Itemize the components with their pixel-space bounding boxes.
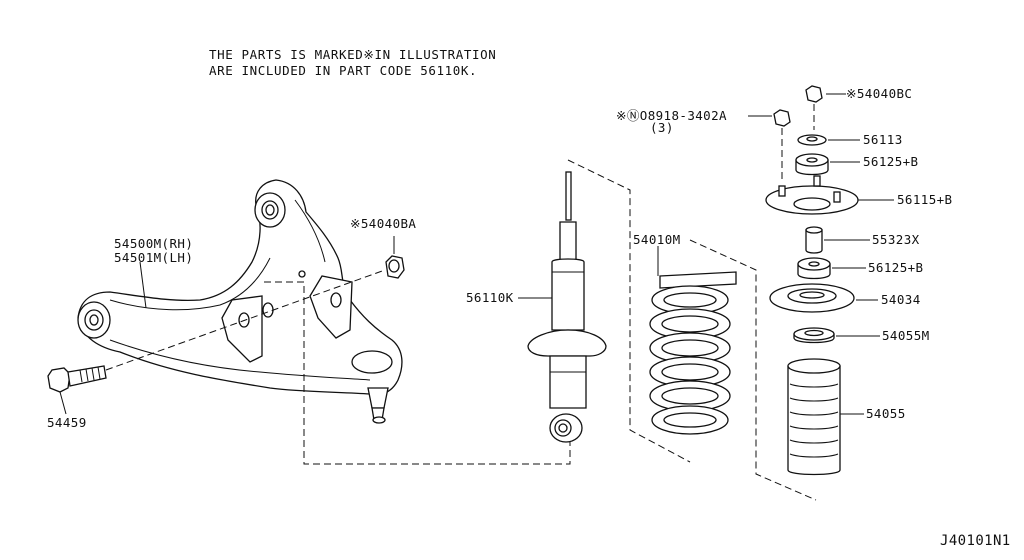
label-54055: 54055 xyxy=(866,406,906,421)
label-56125B-lower: 56125+B xyxy=(868,260,924,275)
dust-boot-54055 xyxy=(787,358,841,476)
arm-to-shock-dashline xyxy=(264,281,571,465)
bolt-54459 xyxy=(47,365,107,415)
coil-spring-54010M xyxy=(649,271,737,435)
label-54040BA: ※54040BA xyxy=(350,216,417,231)
label-56115B: 56115+B xyxy=(897,192,953,207)
label-54500M: 54500M(RH) xyxy=(114,236,194,251)
nut-08918-3402A xyxy=(773,109,791,182)
label-54055M: 54055M xyxy=(882,328,930,343)
label-55323X: 55323X xyxy=(872,232,920,247)
nut-54040BA xyxy=(385,236,405,279)
washer-56113 xyxy=(797,134,827,146)
note-line-2: ARE INCLUDED IN PART CODE 56110K. xyxy=(209,63,478,78)
bushing-56125B-lower xyxy=(797,257,831,280)
label-56110K: 56110K xyxy=(466,290,514,305)
label-56125B-upper: 56125+B xyxy=(863,154,919,169)
leader-lines xyxy=(139,93,894,415)
spring-seat-54034 xyxy=(769,283,855,313)
label-54034: 54034 xyxy=(881,292,921,307)
shock-absorber-56110K xyxy=(527,171,607,443)
bump-stop-55323X xyxy=(805,226,823,254)
label-56113: 56113 xyxy=(863,132,903,147)
note-line-1: THE PARTS IS MARKED※IN ILLUSTRATION xyxy=(209,47,497,62)
label-54501M: 54501M(LH) xyxy=(114,250,194,265)
label-54459: 54459 xyxy=(47,415,87,430)
shock-spring-dashline xyxy=(567,159,817,501)
label-54040BC: ※54040BC xyxy=(846,86,913,101)
bushing-56125B-upper xyxy=(795,153,829,176)
label-54010M: 54010M xyxy=(633,232,681,247)
seat-54055M xyxy=(793,327,835,344)
label-08918-3402A: ※ⓃO8918-3402A xyxy=(616,108,727,123)
upper-mount-56115B xyxy=(765,175,859,215)
nut-54040BC xyxy=(805,85,823,130)
diagram-code: J40101N1 xyxy=(940,533,1011,549)
label-08918-qty: (3) xyxy=(650,120,674,135)
lower-control-arm xyxy=(77,179,403,424)
bolt-axis-dashline xyxy=(105,269,386,371)
